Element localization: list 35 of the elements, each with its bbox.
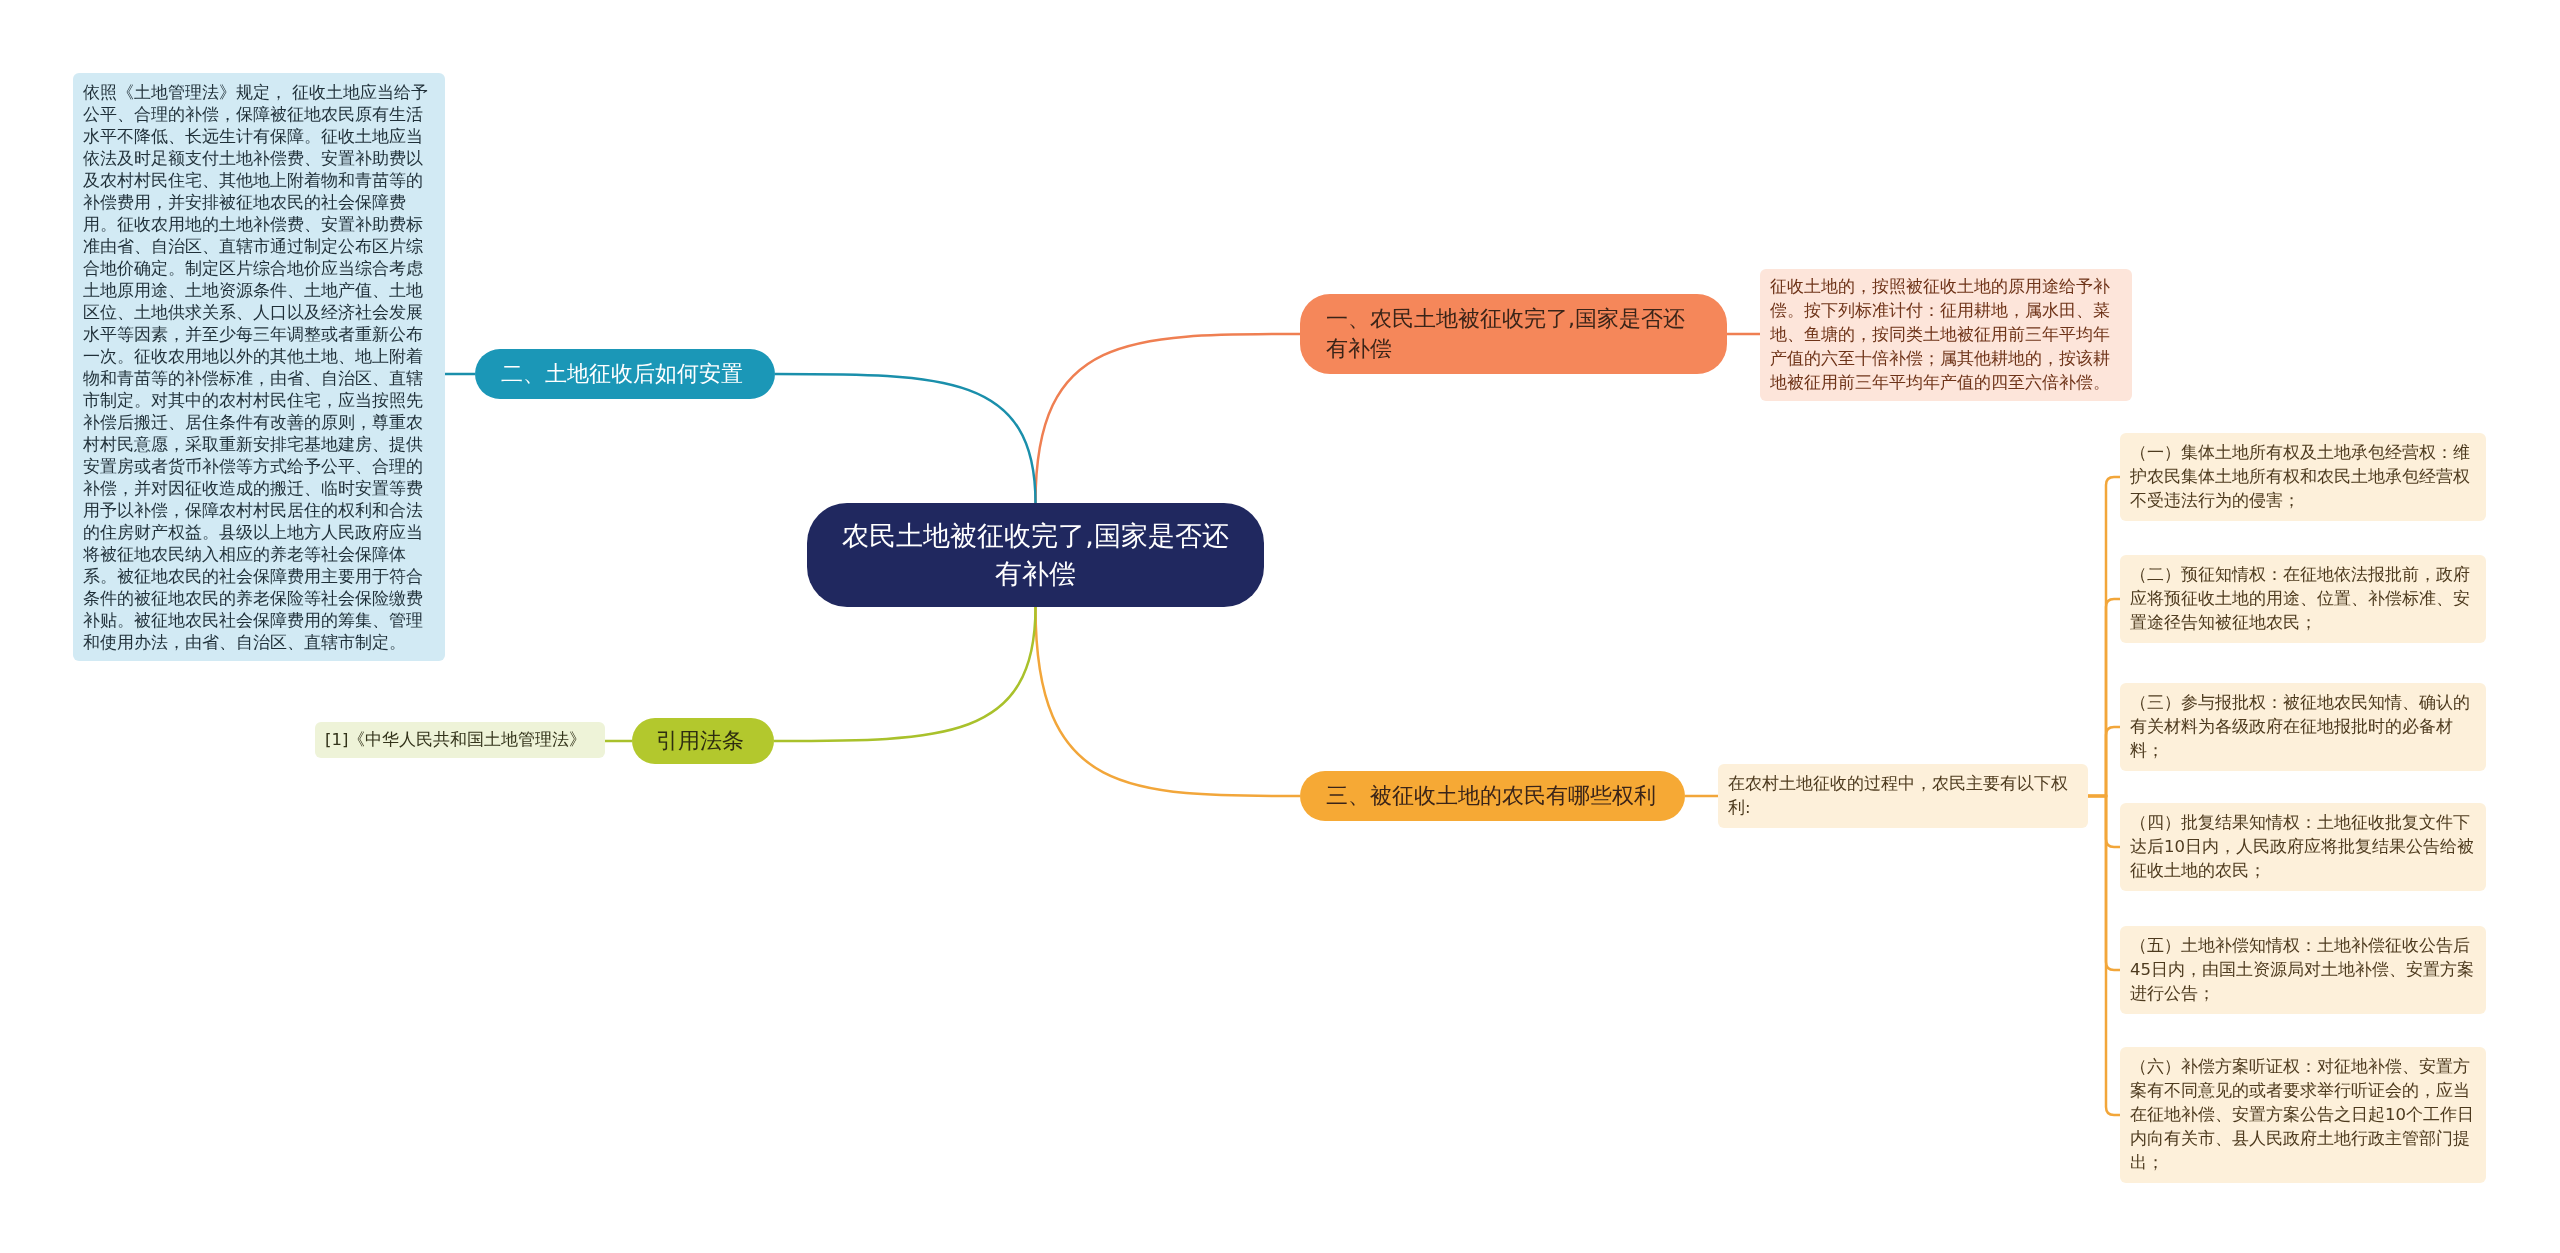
note-box bbox=[2120, 555, 2486, 643]
node-text: （六）补偿方案听证权：对征地补偿、安置方案有不同意见的或者要求举行听证会的，应当在征地补偿、安置方案公告之日起10个工作日内向有关市、县人民政府土地行政主管部门提出； bbox=[2130, 1056, 2475, 1174]
topic-box bbox=[632, 718, 774, 764]
note-box bbox=[1760, 269, 2132, 401]
central-topic bbox=[807, 503, 1264, 607]
note-box bbox=[2120, 1047, 2486, 1183]
note-box bbox=[2120, 683, 2486, 771]
node-text: 三、被征收土地的农民有哪些权利 bbox=[1326, 782, 1657, 810]
note-box bbox=[2120, 926, 2486, 1014]
note-box bbox=[315, 722, 605, 758]
node-text: 一、农民土地被征收完了,国家是否还有补偿 bbox=[1326, 305, 1686, 363]
node-text: （五）土地补偿知情权：土地补偿征收公告后45日内，由国土资源局对土地补偿、安置方案进行公告； bbox=[2130, 935, 2475, 1005]
node-text: （三）参与报批权：被征地农民知情、确认的有关材料为各级政府在征地报批时的必备材料； bbox=[2130, 692, 2471, 762]
note-box bbox=[1718, 764, 2088, 828]
node-text: 引用法条 bbox=[656, 727, 745, 755]
node-text: 二、土地征收后如何安置 bbox=[501, 360, 744, 388]
topic-title: 农民土地被征收完了,国家是否还有补偿 bbox=[841, 519, 1230, 591]
connector-line bbox=[774, 606, 1037, 743]
topic-box bbox=[475, 349, 775, 399]
connector-line bbox=[775, 372, 1037, 504]
connector-line bbox=[1727, 332, 1760, 336]
connector-line bbox=[1685, 794, 1718, 798]
node-text: 在农村土地征收的过程中，农民主要有以下权利: bbox=[1728, 773, 2069, 819]
connector-line bbox=[605, 739, 632, 743]
node-text: 依照《土地管理法》规定， 征收土地应当给予公平、合理的补偿，保障被征地农民原有生活水平不降低、长远生计有保障。征收土地应当依法及时足额支付土地补偿费、安置补助费以及农村村民住宅、其他地上附着物和青苗等的补偿费用，并安排被征地农民的社会保障费用。征收农用地的土地补偿费、安置补助费标准由省、自治区、直辖市通过制定公布区片综合地价确定。制定区片综合地价应当综合考虑土地原用途、土地资源条件、土地产值、土地区位、土地供求关系、人口以及经济社会发展水平等因素，并至少每三年调整或者重新公布一次。征收农用地以外的其他土地、地上附着物和青苗等的补偿标准，由省、自治区、直辖市制定。对其中的农村村民住宅，应当按照先补偿后搬迁、居住条件有改善的原则，尊重农村村民意愿，采取重新安排宅基地建房、提供安置房或者货币补偿等方式给予公平、合理的补偿，并对因征收造成的搬迁、临时安置等费用予以补偿，保障农村村民居住的权利和合法的住房财产权益。县级以上地方人民政府应当将被征地农民纳入相应的养老等社会保障体系。被征地农民的社会保障费用主要用于符合条件的被征地农民的养老保险等社会保险缴费补贴。被征地农民社会保障费用的筹集、管理和使用办法，由省、自治区、直辖市制定。 bbox=[83, 81, 430, 653]
node-text: （四）批复结果知情权：土地征收批复文件下达后10日内，人民政府应将批复结果公告给被征收土地的农民； bbox=[2130, 812, 2475, 882]
node-text: （一）集体土地所有权及土地承包经营权：维护农民集体土地所有权和农民土地承包经营权不受违法行为的侵害； bbox=[2130, 442, 2471, 512]
node-text: （二）预征知情权：在征地依法报批前，政府应将预征收土地的用途、位置、补偿标准、安置途径告知被征地农民； bbox=[2130, 564, 2471, 634]
topic-box bbox=[1300, 294, 1727, 374]
node-text: [1]《中华人民共和国土地管理法》 bbox=[325, 729, 588, 751]
topic-box bbox=[1300, 771, 1685, 821]
note-box bbox=[2120, 803, 2486, 891]
note-box bbox=[2120, 433, 2486, 521]
node-text: 征收土地的，按照被征收土地的原用途给予补偿。按下列标准计付：征用耕地，属水田、菜地、鱼塘的，按同类土地被征用前三年平均年产值的六至十倍补偿；属其他耕地的，按该耕地被征用前三年平均年产值的四至六倍补偿。 bbox=[1770, 276, 2111, 394]
connector-line bbox=[445, 372, 475, 376]
